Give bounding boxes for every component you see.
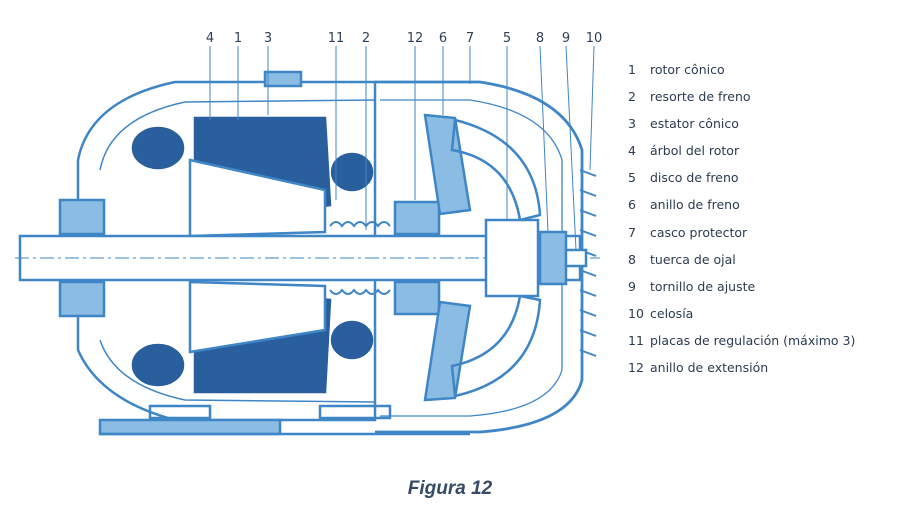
base-bolt <box>318 404 392 420</box>
legend-number: 10 <box>628 305 644 321</box>
legend-text: estator cônico <box>650 116 739 132</box>
bearing-left <box>58 280 106 318</box>
protective-hood-inner <box>380 99 563 417</box>
callout-number: 6 <box>439 31 447 46</box>
legend-item: 10 celosía <box>628 304 896 331</box>
legend-text: celosía <box>650 305 694 321</box>
legend-number: 11 <box>628 332 644 348</box>
grille-louvers <box>579 169 597 357</box>
brake-ring <box>423 113 472 402</box>
brake-hub <box>484 218 540 298</box>
legend-item: 6 anillo de freno <box>628 195 896 222</box>
adjusting-screw <box>564 248 588 268</box>
bearing-right <box>393 200 441 236</box>
brake-spring <box>329 221 391 295</box>
bearing-left <box>58 198 106 236</box>
legend-text: disco de freno <box>650 170 739 186</box>
parts-legend: 1 rotor cônico 2 resorte de freno 3 estator… <box>628 60 896 385</box>
brake-disc <box>450 118 542 398</box>
leader-lines <box>209 45 595 251</box>
legend-text: casco protector <box>650 224 748 240</box>
legend-number: 9 <box>628 278 636 294</box>
legend-text: tuerca de ojal <box>650 251 736 267</box>
legend-number: 3 <box>628 116 636 132</box>
legend-number: 12 <box>628 360 644 376</box>
legend-text: tornillo de ajuste <box>650 278 756 294</box>
callout-number: 3 <box>264 31 272 46</box>
callout-number: 11 <box>328 31 345 46</box>
motor-drawing <box>15 70 600 436</box>
lifting-lug <box>263 70 303 88</box>
winding-coil <box>131 343 185 387</box>
callout-number: 7 <box>466 31 474 46</box>
bearing-right <box>393 280 441 316</box>
legend-item: 11 placas de regulación (máximo 3) <box>628 331 896 358</box>
conical-rotor-lower <box>188 280 327 354</box>
legend-number: 6 <box>628 197 636 213</box>
legend-text: árbol del rotor <box>650 143 740 159</box>
callout-numbers: 4 1 3 11 2 12 6 7 5 8 9 10 <box>206 31 602 46</box>
legend-number: 8 <box>628 251 636 267</box>
legend-text: resorte de freno <box>650 89 751 105</box>
housing-inner-line-bottom <box>99 339 376 403</box>
legend-item: 7 casco protector <box>628 223 896 250</box>
base-bolt <box>148 404 212 420</box>
legend-number: 5 <box>628 170 636 186</box>
legend-text: anillo de extensión <box>650 360 769 376</box>
figure-caption: Figura 12 <box>407 478 493 499</box>
callout-number: 8 <box>536 31 544 46</box>
legend-item: 1 rotor cônico <box>628 60 896 87</box>
legend-item: 5 disco de freno <box>628 168 896 195</box>
callout-number: 9 <box>562 31 570 46</box>
eye-nut <box>538 230 568 286</box>
callout-number: 12 <box>407 31 424 46</box>
winding-coil <box>131 126 185 170</box>
legend-item: 3 estator cônico <box>628 114 896 141</box>
winding-coil <box>330 320 374 360</box>
legend-text: anillo de freno <box>650 197 740 213</box>
conical-rotor-upper <box>188 158 327 238</box>
legend-number: 7 <box>628 224 636 240</box>
legend-text: rotor cônico <box>650 62 725 77</box>
legend-item: 4 árbol del rotor <box>628 141 896 168</box>
legend-item: 2 resorte de freno <box>628 87 896 114</box>
end-shield-left <box>76 80 377 422</box>
legend-item: 12 anillo de extensión <box>628 358 896 385</box>
housing-inner-line <box>99 99 376 171</box>
callout-number: 1 <box>234 31 242 46</box>
callout-number: 5 <box>503 31 511 46</box>
base-foot <box>98 418 282 436</box>
legend-number: 2 <box>628 89 636 105</box>
legend-item: 9 tornillo de ajuste <box>628 277 896 304</box>
legend-text: placas de regulación (máximo 3) <box>650 332 856 348</box>
callout-number: 4 <box>206 31 214 46</box>
legend-item: 8 tuerca de ojal <box>628 250 896 277</box>
legend-number: 4 <box>628 143 636 159</box>
legend-number: 1 <box>628 62 636 77</box>
winding-coil <box>330 152 374 192</box>
callout-number: 2 <box>362 31 370 46</box>
callout-number: 10 <box>586 31 603 46</box>
